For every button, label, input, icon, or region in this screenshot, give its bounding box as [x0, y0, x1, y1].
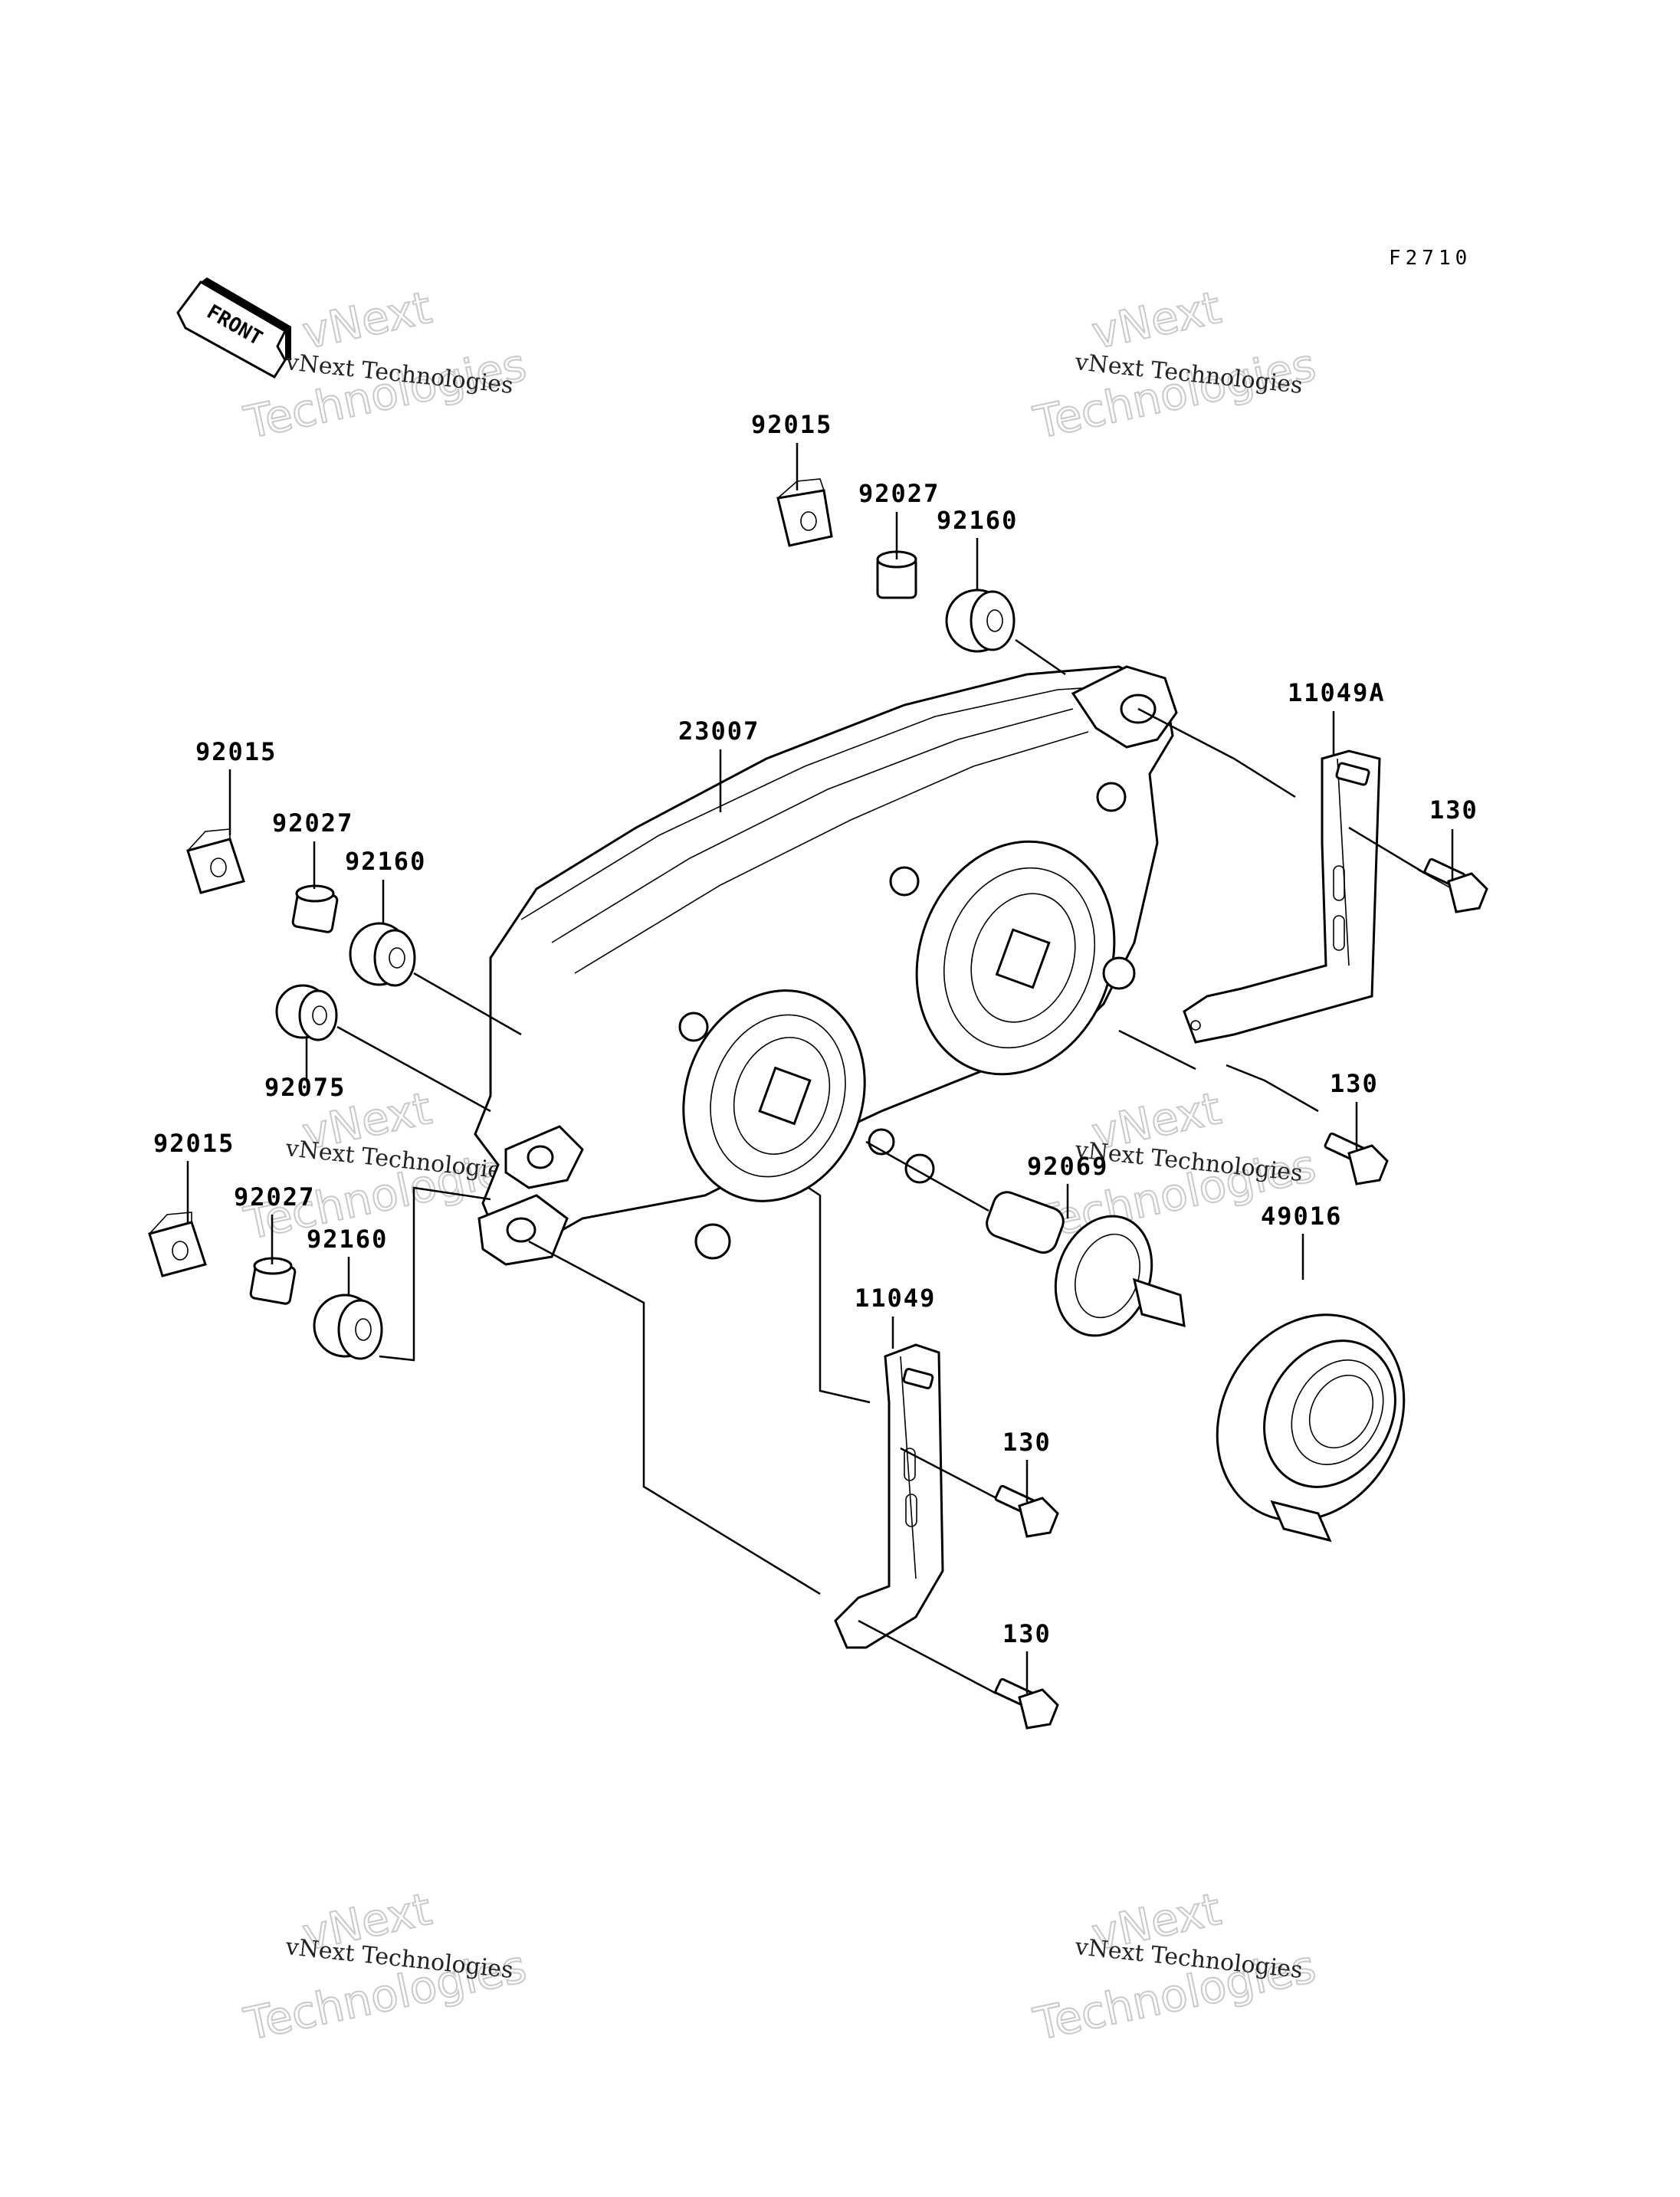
bolt-130-d: [994, 1677, 1059, 1730]
collar-nut-92015-low: [148, 1212, 207, 1277]
callout-92160-low: 92160: [307, 1225, 388, 1254]
callout-92160-left: 92160: [345, 847, 426, 876]
callout-92027-top: 92027: [858, 479, 940, 508]
damper-92075: [275, 984, 338, 1041]
watermark-bottom-left: vNext Technologies vNext Technologies: [239, 1882, 532, 2051]
callout-130-d: 130: [1002, 1619, 1052, 1648]
cover-49016: [1216, 1313, 1406, 1543]
collar-92027-low: [249, 1257, 297, 1305]
callout-130-a: 130: [1429, 795, 1478, 825]
grommet-92160-left: [349, 922, 416, 987]
svg-text:vNext: vNext: [1088, 281, 1226, 359]
callout-92069: 92069: [1027, 1152, 1108, 1181]
callout-23007: 23007: [678, 716, 760, 746]
callout-92015-low: 92015: [153, 1129, 235, 1158]
bulb-92069: [986, 1191, 1186, 1337]
callout-130-c: 130: [1002, 1428, 1052, 1457]
bolt-130-b: [1324, 1132, 1389, 1185]
callout-11049: 11049: [855, 1284, 936, 1313]
bolt-130-c: [994, 1484, 1059, 1538]
collar-92027-top: [876, 550, 917, 599]
callout-92027-left: 92027: [272, 808, 353, 838]
collar-nut-92015-top: [776, 478, 833, 547]
svg-text:vNext: vNext: [298, 281, 436, 359]
collar-92027-left: [291, 884, 339, 933]
grommet-92160-low: [313, 1294, 383, 1360]
watermark-top-right: vNext Technologies vNext Technologies: [1029, 280, 1321, 450]
callout-92015-left: 92015: [195, 737, 277, 766]
grommet-92160-top: [945, 589, 1016, 653]
headlight-assembly: [474, 665, 1178, 1266]
callout-92075: 92075: [264, 1073, 346, 1102]
diagram-code: F2710: [1389, 247, 1472, 270]
front-arrow-icon: FRONT: [176, 277, 291, 379]
bolt-130-a: [1417, 857, 1488, 913]
bracket-11049: [834, 1343, 944, 1649]
callout-92027-low: 92027: [234, 1182, 315, 1212]
leader-lines: [186, 443, 1454, 1694]
watermark-bottom-right: vNext Technologies vNext Technologies: [1029, 1882, 1321, 2051]
callout-92015-top: 92015: [751, 410, 832, 439]
bracket-11049a: [1183, 749, 1381, 1044]
callout-92160-top: 92160: [937, 506, 1018, 535]
callout-49016: 49016: [1261, 1202, 1342, 1231]
watermark-top-left: vNext Technologies vNext Technologies: [239, 280, 532, 450]
callout-130-b: 130: [1330, 1069, 1379, 1098]
callout-11049a: 11049A: [1288, 678, 1386, 707]
collar-nut-92015-left: [186, 828, 245, 894]
